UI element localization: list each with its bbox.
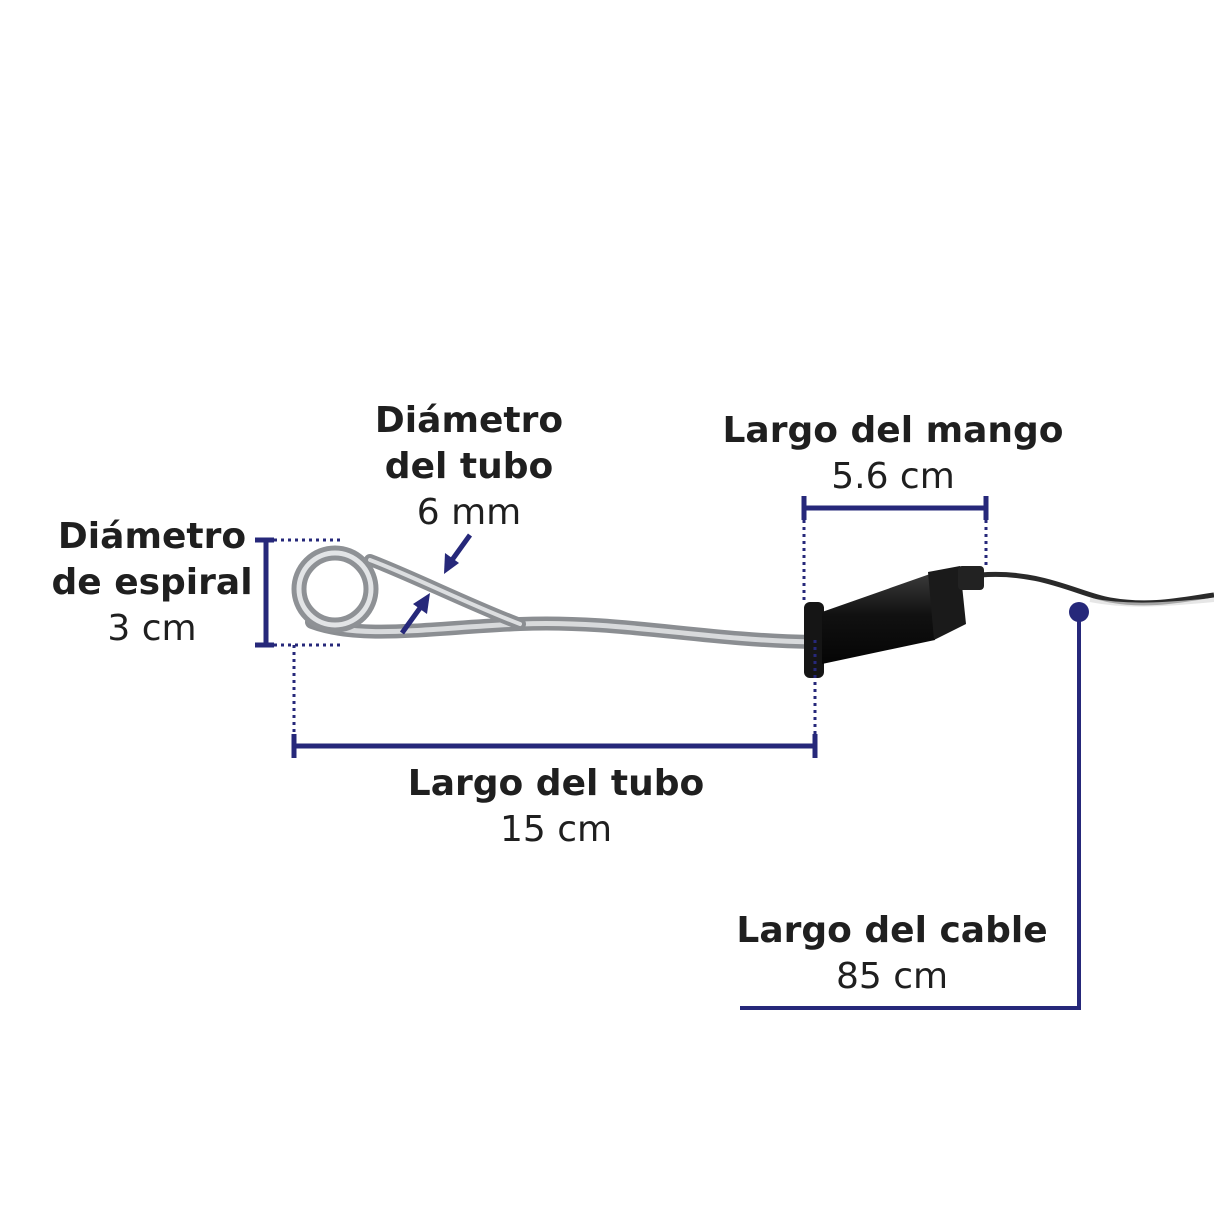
cable-length-leader	[740, 602, 1089, 1010]
tube-diameter-dimension	[399, 533, 473, 635]
spiral-diameter-dimension	[255, 537, 342, 648]
rubber-handle	[804, 566, 984, 678]
tube-diameter-title-line2: del tubo	[384, 446, 554, 487]
dimension-annotations	[255, 496, 1089, 1010]
tube-length-label: Largo del tubo 15 cm	[396, 761, 716, 853]
spiral-diameter-title-line2: de espiral	[51, 562, 253, 603]
cable-length-label: Largo del cable 85 cm	[722, 908, 1062, 1000]
tube-diameter-value: 6 mm	[416, 492, 522, 533]
tube-length-dimension	[291, 640, 818, 758]
tube-length-value: 15 cm	[499, 809, 613, 850]
power-cable	[979, 571, 1214, 606]
tube-diameter-title-line1: Diámetro	[374, 400, 564, 441]
handle-length-title: Largo del mango	[722, 410, 1064, 451]
handle-length-dimension	[801, 496, 989, 602]
metal-tube-upper-highlight	[368, 558, 522, 626]
power-cable-shadow	[1089, 598, 1214, 607]
handle-length-value: 5.6 cm	[831, 456, 955, 497]
spiral-diameter-value: 3 cm	[107, 608, 197, 649]
spiral-diameter-title-line1: Diámetro	[57, 516, 247, 557]
tube-diameter-label: Diámetro del tubo 6 mm	[344, 398, 594, 536]
spiral-coil-highlight	[296, 550, 374, 628]
metal-tube-lower-highlight	[309, 619, 815, 645]
cable-length-value: 85 cm	[835, 956, 949, 997]
tube-length-title: Largo del tubo	[407, 763, 705, 804]
cable-length-title: Largo del cable	[736, 910, 1048, 951]
handle-length-label: Largo del mango 5.6 cm	[718, 408, 1068, 500]
spiral-diameter-label: Diámetro de espiral 3 cm	[30, 514, 274, 652]
heater-product	[291, 545, 1214, 678]
